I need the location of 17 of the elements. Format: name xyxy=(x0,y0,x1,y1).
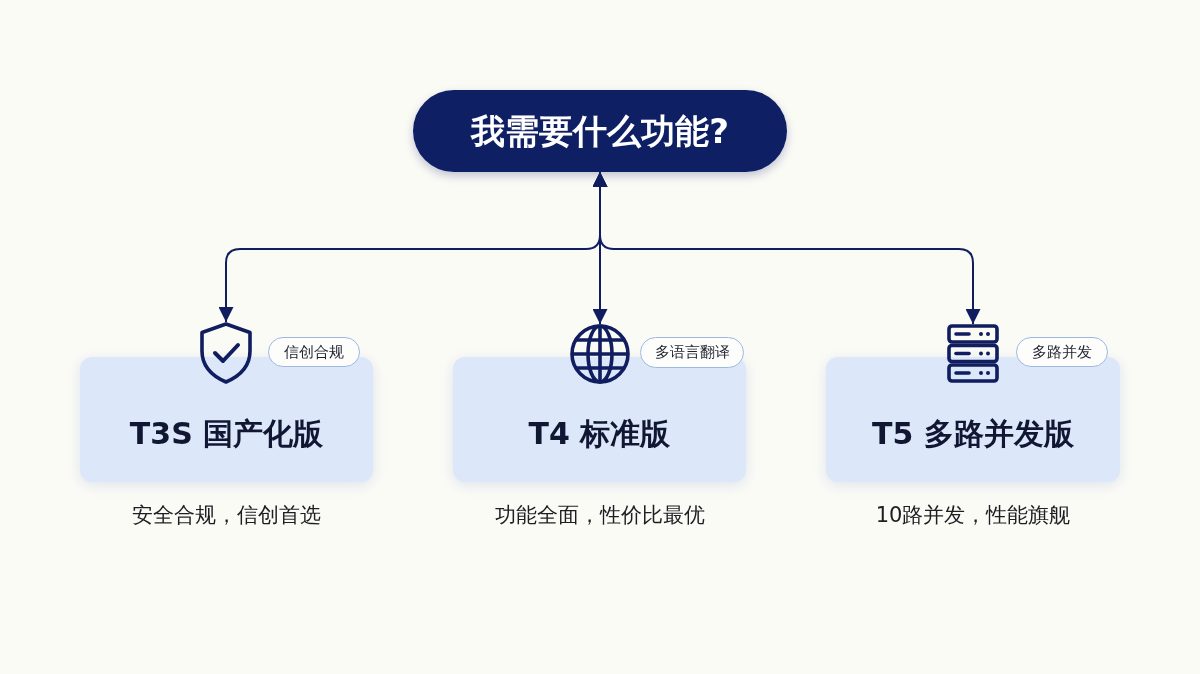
product-card xyxy=(453,357,746,482)
feature-tag: 多语言翻译 xyxy=(640,337,744,368)
server-icon xyxy=(947,324,999,383)
product-card xyxy=(826,357,1120,482)
card-caption: 安全合规，信创首选 xyxy=(132,502,321,529)
card-title: T4 标准版 xyxy=(528,418,671,449)
feature-tag: 多路并发 xyxy=(1016,337,1108,367)
question-text: 我需要什么功能? xyxy=(471,114,729,148)
card-title: T5 多路并发版 xyxy=(872,418,1074,449)
card-title: T3S 国产化版 xyxy=(129,418,324,449)
globe-icon xyxy=(570,324,630,384)
shield-check-icon xyxy=(199,322,253,384)
card-caption: 功能全面，性价比最优 xyxy=(494,502,705,529)
card-caption: 10路并发，性能旗舰 xyxy=(875,502,1071,529)
feature-tag: 信创合规 xyxy=(268,337,360,367)
question-pill xyxy=(413,90,787,172)
connector-arrow xyxy=(592,171,981,325)
